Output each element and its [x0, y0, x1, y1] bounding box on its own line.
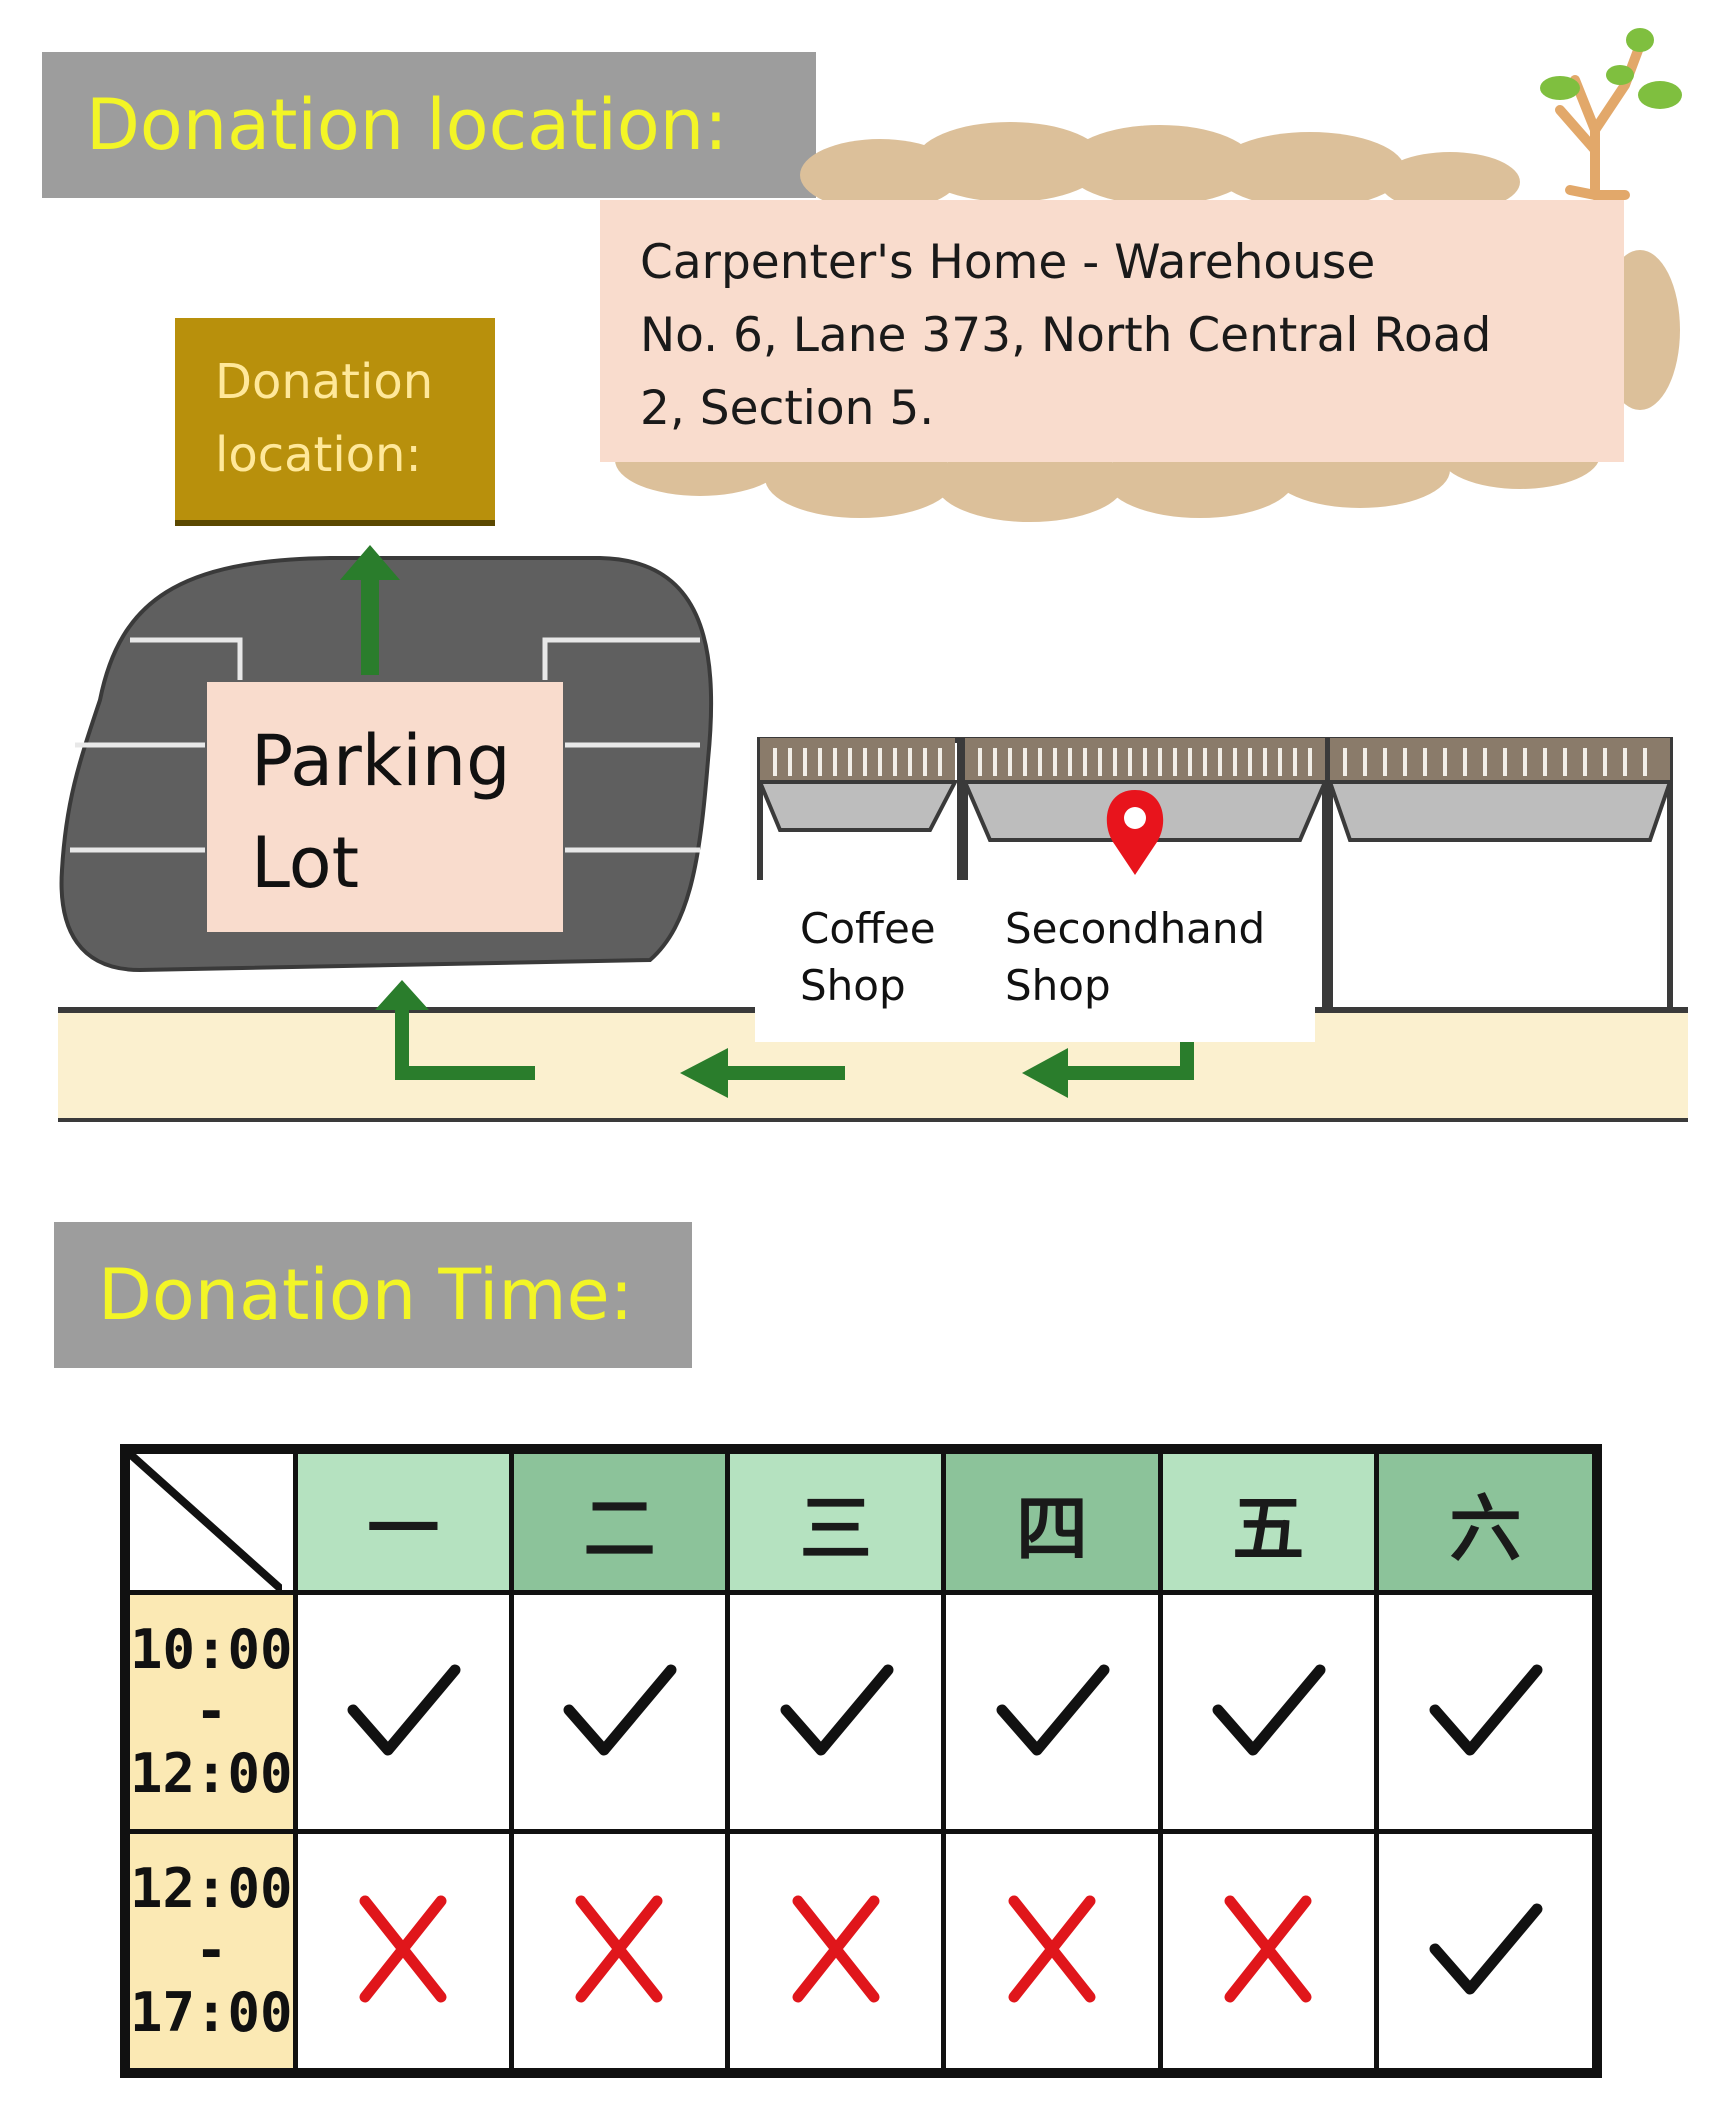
slot-end: 12:00	[130, 1742, 293, 1805]
map-pin-icon	[1106, 790, 1164, 875]
availability-cell	[725, 1829, 947, 2076]
cross-icon	[359, 1895, 447, 2003]
check-icon	[996, 1664, 1110, 1756]
address-line-3: 2, Section 5.	[640, 381, 935, 436]
cross-icon	[1224, 1895, 1312, 2003]
parking-label-line-2: Lot	[251, 822, 360, 904]
cross-icon	[575, 1895, 663, 2003]
availability-cell	[1157, 1590, 1379, 1834]
secondhand-shop-line-1: Secondhand	[1005, 904, 1266, 953]
check-icon	[1429, 1664, 1543, 1756]
tree-leaves	[1540, 28, 1682, 109]
availability-cell	[941, 1590, 1163, 1834]
parking-lot-label: Parking Lot	[207, 682, 563, 932]
coffee-shop-label: Coffee Shop	[800, 900, 936, 1014]
cross-icon	[1008, 1895, 1096, 2003]
address-box: Carpenter's Home - Warehouse No. 6, Lane…	[600, 200, 1624, 462]
availability-cell	[292, 1829, 514, 2076]
check-icon	[563, 1664, 677, 1756]
day-header: 五	[1157, 1446, 1379, 1595]
availability-cell	[941, 1829, 1163, 2076]
location-heading: Donation location:	[42, 52, 816, 198]
slot-separator: -	[195, 1680, 228, 1743]
address-line-1: Carpenter's Home - Warehouse	[640, 235, 1376, 290]
day-header: 三	[725, 1446, 947, 1595]
corner-cell	[122, 1446, 298, 1595]
availability-cell	[1157, 1829, 1379, 2076]
slot-start: 12:00	[130, 1857, 293, 1920]
time-slot-label: 10:00 - 12:00	[122, 1590, 298, 1834]
time-heading: Donation Time:	[54, 1222, 692, 1368]
address-line-2: No. 6, Lane 373, North Central Road	[640, 308, 1492, 363]
day-header: 二	[508, 1446, 731, 1595]
check-icon	[347, 1664, 461, 1756]
day-header: 一	[292, 1446, 514, 1595]
schedule-header-row: 一 二 三 四 五 六	[122, 1446, 1600, 1595]
secondhand-shop-label: Secondhand Shop	[1005, 900, 1266, 1014]
parking-label-line-1: Parking	[251, 720, 511, 802]
availability-cell	[1373, 1590, 1600, 1834]
route-arrows	[375, 980, 1194, 1098]
parking-lines	[70, 637, 700, 853]
secondhand-shop-line-2: Shop	[1005, 961, 1111, 1010]
day-header: 六	[1373, 1446, 1600, 1595]
tree-icon	[1555, 40, 1645, 200]
diagonal-line	[130, 1454, 282, 1590]
check-icon	[1429, 1903, 1543, 1995]
schedule-row: 12:00 - 17:00	[122, 1829, 1600, 2076]
up-arrow-icon	[340, 545, 400, 675]
availability-cell	[1373, 1829, 1600, 2076]
schedule-row: 10:00 - 12:00	[122, 1590, 1600, 1834]
cross-icon	[792, 1895, 880, 2003]
availability-cell	[292, 1590, 514, 1834]
availability-cell	[508, 1590, 731, 1834]
coffee-shop-line-1: Coffee	[800, 904, 936, 953]
schedule-table: 一 二 三 四 五 六 10:00 - 12:00 12:00 - 17:00	[120, 1444, 1602, 2078]
destination-label-line-1: Donation	[215, 354, 434, 410]
slot-end: 17:00	[130, 1981, 293, 2044]
day-header: 四	[941, 1446, 1163, 1595]
availability-cell	[725, 1590, 947, 1834]
destination-label: Donation location:	[175, 318, 495, 526]
availability-cell	[508, 1829, 731, 2076]
awnings	[757, 738, 1673, 842]
destination-label-line-2: location:	[215, 427, 422, 483]
check-icon	[1212, 1664, 1326, 1756]
time-slot-label: 12:00 - 17:00	[122, 1829, 298, 2076]
slot-separator: -	[195, 1919, 228, 1982]
check-icon	[780, 1664, 894, 1756]
slot-start: 10:00	[130, 1618, 293, 1681]
coffee-shop-line-2: Shop	[800, 961, 906, 1010]
